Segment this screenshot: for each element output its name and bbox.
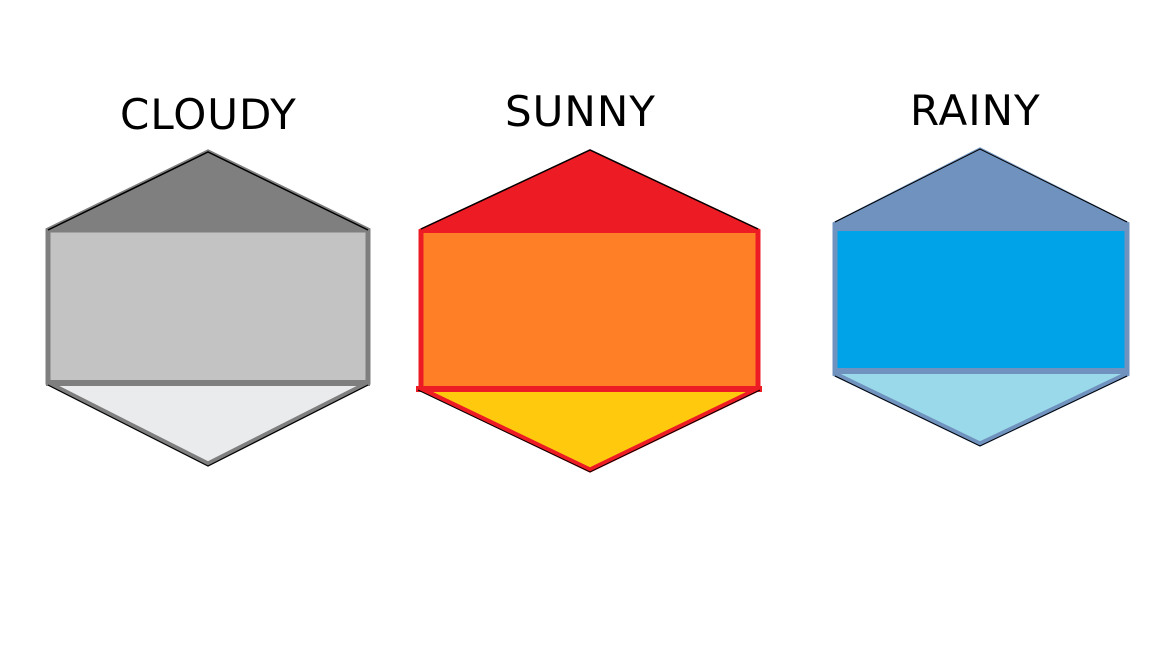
sunny-hexagon — [416, 149, 762, 473]
sunny-hexagon-inner-line-bottom — [417, 389, 761, 473]
rainy-label: RAINY — [910, 86, 1041, 135]
rainy-hexagon — [832, 147, 1130, 447]
cloudy-hexagon-inner-line-bottom — [47, 384, 369, 467]
sunny-hexagon-middle — [421, 231, 758, 389]
sunny-hexagon-outline — [418, 149, 761, 473]
cloudy-hexagon — [45, 149, 371, 467]
rainy-hexagon-bottom — [835, 368, 1127, 444]
cloudy-hexagon-inner-line — [47, 151, 369, 231]
cloudy-hexagon-middle — [48, 230, 368, 383]
rainy-hexagon-middle — [835, 231, 1127, 368]
sunny-hexagon-inner-line — [420, 149, 759, 230]
rainy-hexagon-top — [835, 150, 1127, 224]
sunny-label: SUNNY — [505, 87, 656, 136]
rainy-hexagon-outline — [832, 147, 1130, 447]
sunny-hexagon-top — [421, 152, 758, 231]
rainy-hexagon-inner-line-bottom — [834, 375, 1128, 447]
sunny-hexagon-bottom — [418, 389, 760, 470]
cloudy-hexagon-top — [48, 152, 368, 230]
cloudy-label: CLOUDY — [120, 90, 297, 139]
rainy-hexagon-inner-line — [834, 148, 1128, 223]
cloudy-hexagon-bottom — [48, 383, 368, 464]
rainy-hexagon-middle-band — [835, 224, 1127, 231]
